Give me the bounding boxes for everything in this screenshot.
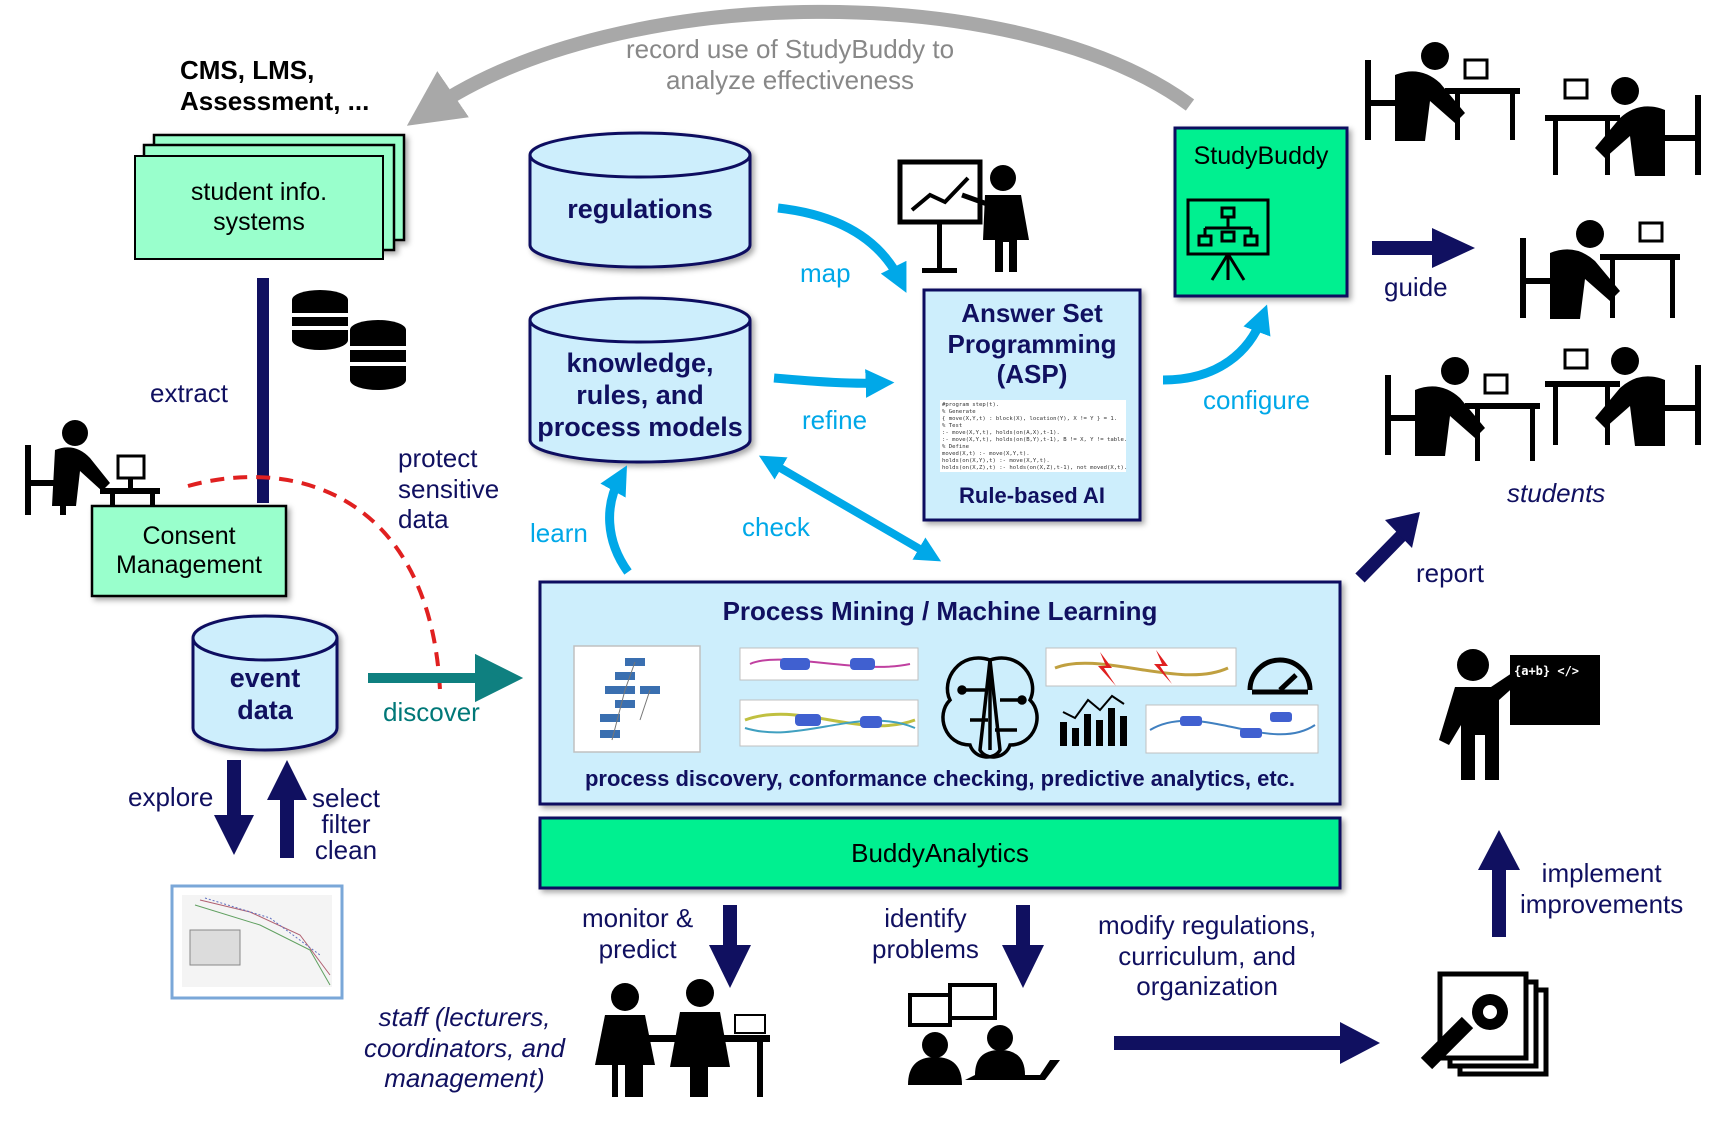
select-label: select filter clean [312,783,380,865]
knowledge-label: knowledge, rules, and process models [537,348,743,442]
database-icon [292,290,406,390]
monitor-label: monitor & predict [582,903,694,964]
consent-box [90,504,288,598]
configure-label: configure [1203,385,1310,415]
regulations-label-wrap: regulations [530,180,750,240]
select-arrow [267,760,307,858]
check-label: check [742,512,810,542]
meeting-icon [595,979,770,1097]
guide-label: guide [1384,272,1448,302]
teacher-board-icon [1439,649,1600,780]
implement-label: implement improvements [1520,858,1684,919]
asp-title: Answer Set Programming (ASP) [947,298,1117,390]
guide-arrow [1372,228,1475,268]
knowledge-label-wrap: knowledge, rules, and process models [530,342,750,450]
refine-arrow [773,369,895,398]
bar-chart-icon [1060,694,1127,746]
buddy-analytics-label: BuddyAnalytics [851,838,1029,868]
modify-label: modify regulations, curriculum, and orga… [1098,910,1317,1002]
protect-curve [187,475,442,691]
teacher-board-formula: {a+b} </> [1514,664,1580,678]
report-arrow [1355,512,1420,583]
map-label: map [800,258,851,288]
record-arrow [406,4,1195,126]
identify-label: identify problems [872,903,979,964]
regulations-cylinder [528,131,752,269]
gauge-icon [1247,657,1313,695]
asp-subtitle: Rule-based AI [959,483,1105,508]
explore-arrow [214,760,254,855]
monitor-arrow [709,905,751,988]
settings-document-icon [1420,971,1549,1077]
learn-label: learn [530,518,588,548]
configure-arrow [1162,304,1271,385]
brain-icon [941,656,1039,759]
consent-label: Consent Management [116,521,262,580]
pm-title: Process Mining / Machine Learning [722,596,1158,626]
video-call-icon [908,983,1060,1085]
asp-code: #program step(t). % Generate { move(X,Y,… [942,402,1126,471]
event-data-label-wrap: event data [193,655,337,735]
report-label: report [1416,558,1484,588]
student-info-box: student info. systems [134,155,384,260]
explore-label: explore [128,782,214,812]
pm-subtitle: process discovery, conformance checking,… [584,766,1295,791]
presenter-chart-icon [897,159,1029,273]
event-data-label: event data [229,663,301,725]
extract-line [257,278,269,503]
discover-label: discover [383,697,480,727]
sources-title: CMS, LMS, Assessment, ... [180,55,370,116]
modify-arrow [1114,1022,1380,1064]
discover-arrow [368,653,524,703]
studybuddy-label: StudyBuddy [1193,142,1329,170]
consent-box-label-wrap: Consent Management [92,506,286,596]
student-desk-icon [1365,42,1701,461]
map-arrow [777,203,907,293]
process-model-thumbnails [573,645,1319,754]
students-label: students [1507,478,1606,508]
event-data-cylinder [191,614,339,752]
record-label: record use of StudyBuddy to analyze effe… [625,34,955,95]
asp-code-area [940,400,1126,472]
regulations-label: regulations [567,194,713,225]
protect-label: protect sensitive data [398,443,500,535]
learn-arrow [600,465,632,575]
identify-arrow [1002,905,1044,988]
studybuddy-box [1173,126,1349,298]
implement-arrow [1478,830,1520,937]
extract-label: extract [150,378,229,408]
buddy-analytics-box [538,816,1342,890]
refine-label: refine [802,405,868,435]
org-chart-board-icon [1186,198,1270,281]
knowledge-cylinder [528,296,752,464]
asp-title-wrap: Answer Set Programming (ASP) [924,298,1140,390]
check-arrow [758,455,942,562]
staff-label: staff (lecturers, coordinators, and mana… [364,1002,565,1094]
event-log-thumbnail [170,884,344,1000]
student-info-label: student info. systems [190,178,328,236]
